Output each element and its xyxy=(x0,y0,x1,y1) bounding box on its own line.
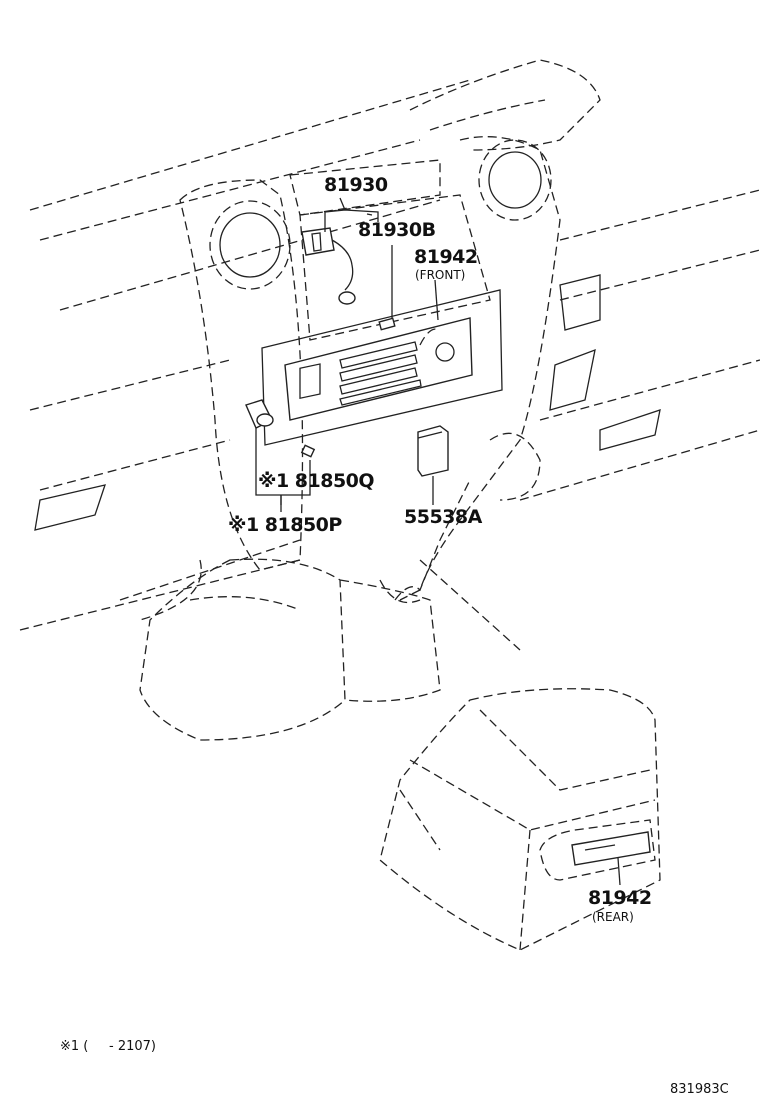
footnote: ※1 ( - 2107) xyxy=(60,1039,157,1054)
leader-lines xyxy=(255,197,621,886)
switch-81850 xyxy=(245,399,316,458)
label-81930: 81930 xyxy=(324,174,388,196)
dashboard-outline xyxy=(19,59,760,651)
front-climate-control-panel xyxy=(261,289,503,446)
label-rear-note: (REAR) xyxy=(592,910,634,924)
rear-climate-control-panel xyxy=(571,831,651,866)
label-front-note: (FRONT) xyxy=(415,268,466,282)
harness-81930 xyxy=(301,227,396,331)
diagram-code: 831983C xyxy=(670,1082,729,1097)
lower-console xyxy=(139,479,661,951)
label-81930b: 81930B xyxy=(358,219,436,241)
label-81850p: ※1 81850P xyxy=(228,514,342,536)
label-81942-front: 81942 xyxy=(414,246,478,268)
label-81942-rear: 81942 xyxy=(588,887,652,909)
label-55538a: 55538A xyxy=(404,506,482,528)
label-81850q: ※1 81850Q xyxy=(258,470,375,492)
box-55538a xyxy=(417,425,449,477)
